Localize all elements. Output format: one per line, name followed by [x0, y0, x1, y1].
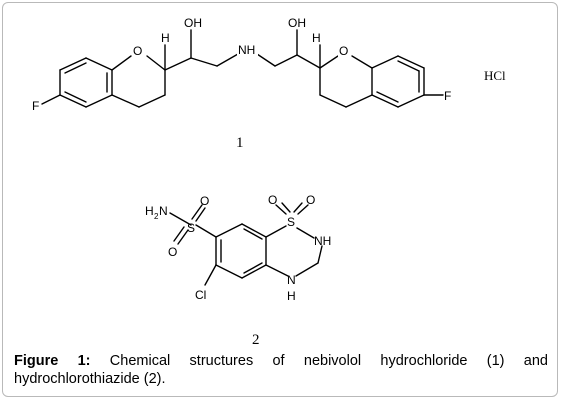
oxygen-top-right-label: O: [306, 193, 315, 207]
figure-frame: [2, 2, 558, 397]
oxygen-top-left-label: O: [200, 194, 209, 208]
compound-1-number: 1: [236, 135, 244, 151]
sulfur-right-label: S: [287, 215, 295, 229]
hydroxyl-left-label: OH: [184, 16, 202, 30]
fluorine-right-label: F: [444, 89, 451, 103]
oxygen-right-label: O: [339, 44, 348, 58]
amine-label: NH: [238, 43, 255, 57]
chlorine-label: Cl: [195, 288, 206, 302]
figure-caption: Figure 1: Chemical structures of nebivol…: [14, 352, 548, 388]
nitrogen-ring-label: N: [287, 273, 296, 287]
svg-text:2: 2: [154, 212, 159, 221]
nh-ring-label: NH: [314, 234, 331, 248]
amino-group-label: H 2 N: [145, 204, 168, 221]
oxygen-bottom-left-label: O: [168, 245, 177, 259]
fluorine-left-label: F: [32, 99, 39, 113]
hydrogen-left-label: H: [161, 31, 170, 45]
oxygen-top-mid-label: O: [268, 193, 277, 207]
sulfur-left-label: S: [187, 221, 195, 235]
caption-text: Chemical structures of nebivolol hydroch…: [14, 353, 548, 387]
nebivolol-chain-bonds: [164, 29, 321, 71]
nebivolol-right-chroman-bonds: [319, 44, 444, 108]
hydrogen-ring-label: H: [287, 289, 296, 303]
hydrogen-right-label: H: [312, 31, 321, 45]
hcl-salt-label: HCl: [484, 68, 506, 83]
hctz-bonds: [169, 202, 323, 286]
svg-text:H: H: [145, 204, 154, 218]
compound-2-number: 2: [252, 332, 260, 348]
oxygen-left-label: O: [133, 44, 142, 58]
hydroxyl-right-label: OH: [288, 16, 306, 30]
nebivolol-left-chroman-bonds: [41, 44, 166, 108]
svg-text:N: N: [159, 204, 168, 218]
caption-lead: Figure 1:: [14, 353, 91, 369]
